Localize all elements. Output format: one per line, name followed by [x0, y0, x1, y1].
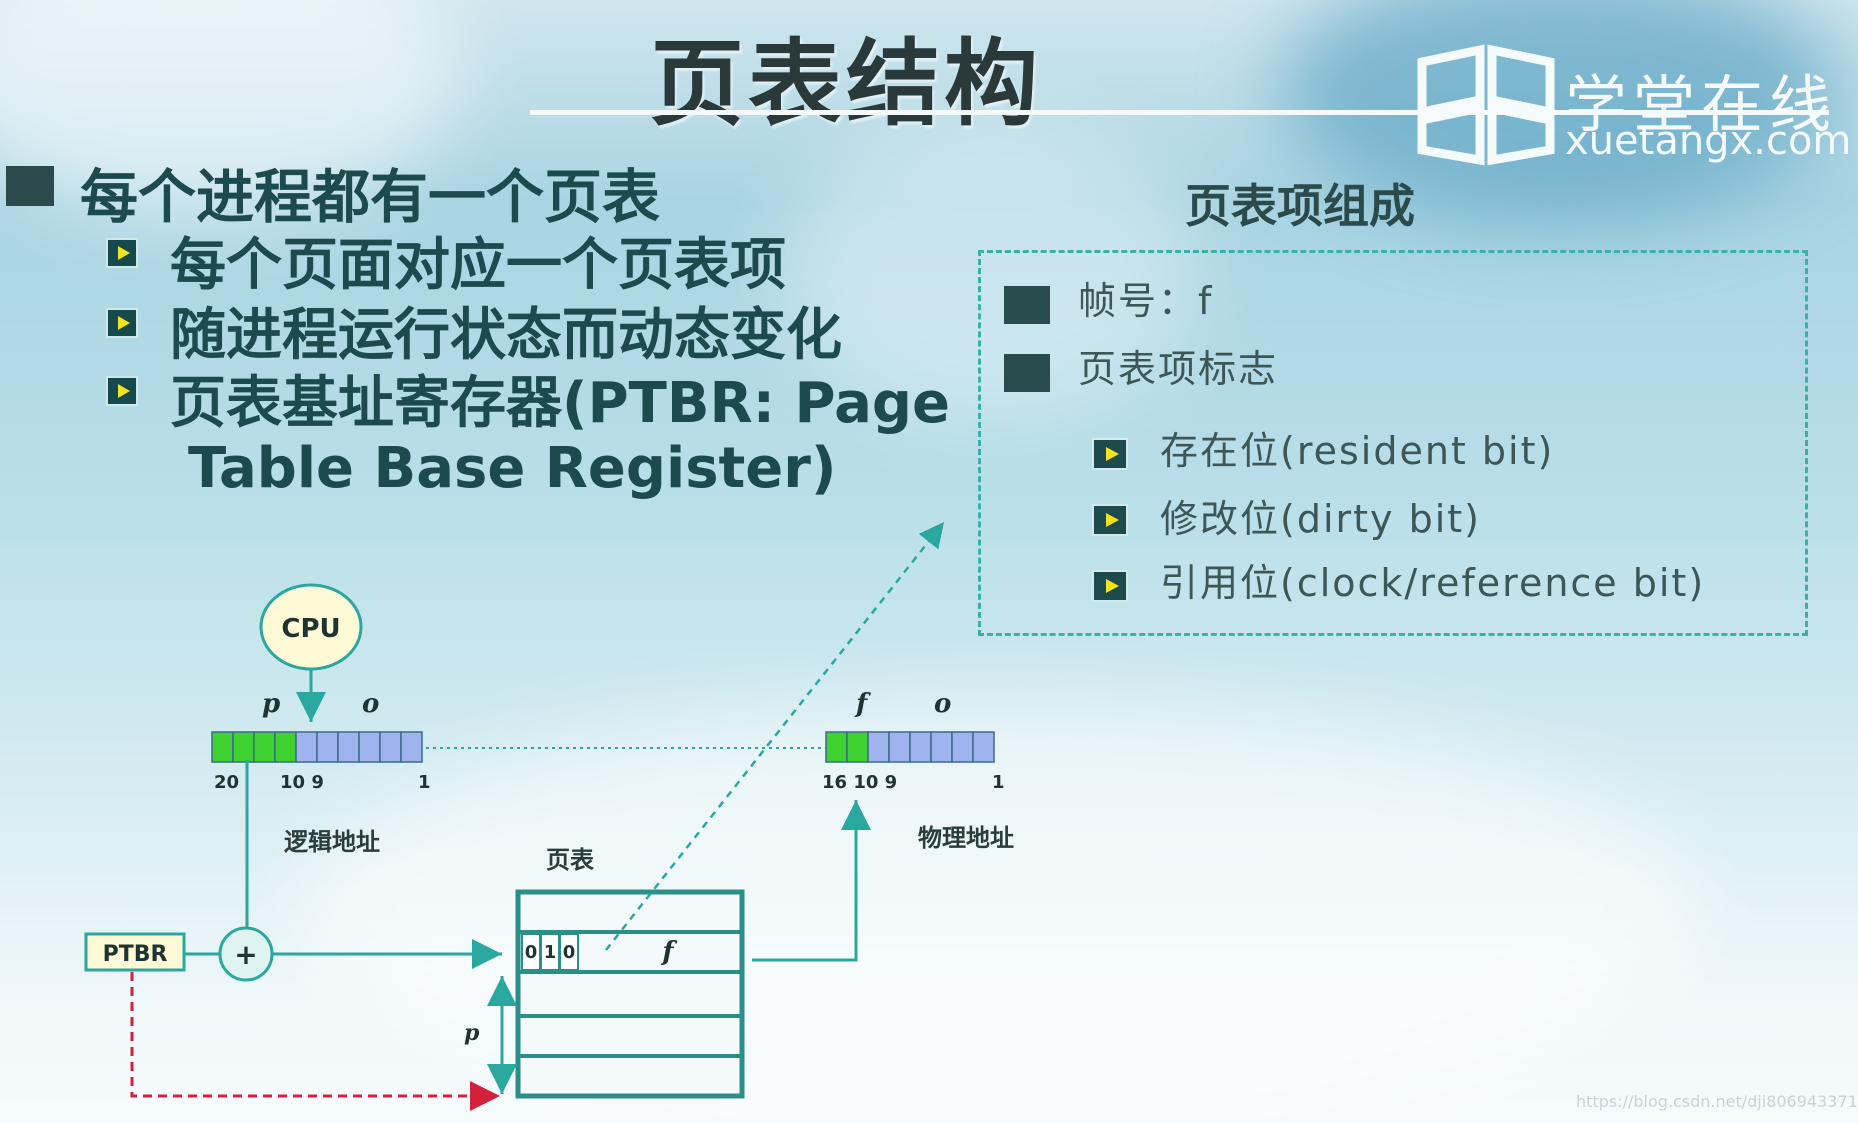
register-bit-cell [316, 731, 339, 763]
entry-bit: 0 [525, 942, 538, 963]
flag-reference: 引用位(clock/reference bit) [1160, 561, 1706, 605]
register-bit-cell [951, 731, 974, 763]
physical-address-register [825, 731, 995, 763]
main-point: 每个进程都有一个页表 [80, 163, 661, 231]
flag-resident: 存在位(resident bit) [1160, 429, 1555, 473]
logical-bit-10-9: 10 9 [280, 772, 324, 793]
logical-address-label: 逻辑地址 [284, 828, 380, 856]
physical-bit-16-10-9: 16 10 9 [822, 772, 897, 793]
physical-address-label: 物理地址 [918, 824, 1014, 852]
entry-bit-cell [559, 933, 579, 971]
register-bit-cell [253, 731, 276, 763]
register-bit-cell [337, 731, 360, 763]
logical-bit-1: 1 [418, 772, 431, 793]
logical-address-register [211, 731, 423, 763]
adder-label: + [234, 938, 257, 971]
sub-point: 随进程运行状态而动态变化 [170, 303, 842, 368]
frame-to-physical-arrow [752, 800, 871, 962]
register-bit-cell [867, 731, 890, 763]
arrow-bullet-icon [106, 238, 138, 268]
flag-dirty: 修改位(dirty bit) [1160, 497, 1481, 541]
physical-bit-1: 1 [992, 772, 1005, 793]
ptbr-label: PTBR [103, 942, 168, 967]
register-bit-cell [846, 731, 869, 763]
register-bit-cell [400, 731, 423, 763]
page-table-entry-panel [978, 250, 1808, 636]
register-bit-cell [972, 731, 995, 763]
sub-point-continued: Table Base Register) [188, 436, 837, 501]
square-bullet-icon [6, 166, 54, 206]
register-bit-cell [825, 731, 848, 763]
physical-f-label: f [854, 689, 871, 719]
sub-point: 每个页面对应一个页表项 [170, 233, 786, 298]
register-bit-cell [930, 731, 953, 763]
register-bit-cell [358, 731, 381, 763]
page-table-p-label: p [464, 1020, 480, 1046]
logo-name: 学堂在线 [1565, 68, 1838, 141]
square-bullet-icon [1004, 354, 1050, 392]
panel-title: 页表项组成 [1185, 179, 1415, 233]
arrow-bullet-icon [1092, 438, 1128, 470]
register-bit-cell [909, 731, 932, 763]
page-table-label: 页表 [546, 846, 595, 874]
register-bit-cell [379, 731, 402, 763]
ptbr-base-path [130, 972, 500, 1111]
physical-o-label: o [934, 689, 951, 719]
sub-point: 页表基址寄存器(PTBR: Page [170, 371, 950, 436]
ptbr-box [84, 932, 186, 972]
register-bit-cell [295, 731, 318, 763]
logo-url: xuetangx.com [1565, 118, 1852, 164]
entry-frame-label: f [660, 937, 677, 967]
watermark: https://blog.csdn.net/dji806943371 [1576, 1092, 1858, 1111]
cpu-label: CPU [281, 614, 340, 644]
square-bullet-icon [1004, 286, 1050, 324]
register-bit-cell [211, 731, 234, 763]
arrow-bullet-icon [1092, 504, 1128, 536]
arrow-bullet-icon [1092, 570, 1128, 602]
page-table [515, 889, 745, 1099]
page-title: 页表结构 [650, 30, 1043, 139]
register-bit-cell [232, 731, 255, 763]
entry-bit: 1 [544, 942, 557, 963]
title-underline [530, 110, 1829, 115]
arrow-bullet-icon [106, 376, 138, 406]
panel-item-flags: 页表项标志 [1078, 347, 1279, 391]
cpu-node [259, 583, 363, 671]
logical-p-label: p [262, 689, 280, 719]
arrow-bullet-icon [106, 308, 138, 338]
register-bit-cell [274, 731, 297, 763]
logical-bit-20: 20 [214, 772, 239, 793]
register-bit-cell [888, 731, 911, 763]
entry-bit: 0 [563, 942, 576, 963]
logical-o-label: o [362, 689, 379, 719]
panel-item-frame: 帧号：f [1078, 279, 1214, 323]
